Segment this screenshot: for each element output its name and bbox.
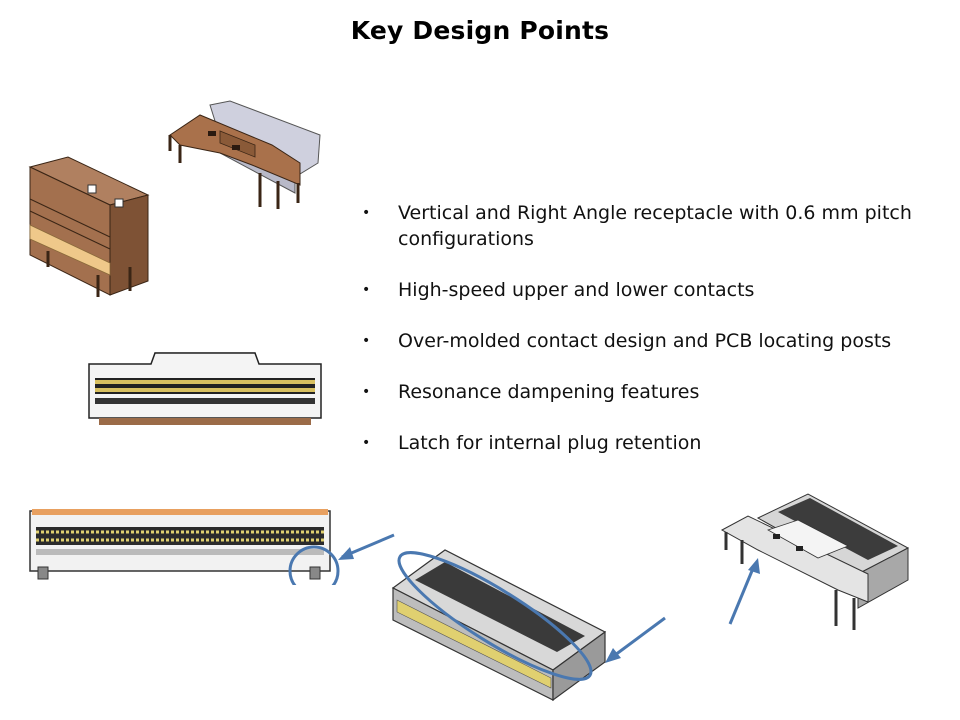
receptacle-isometric-with-callout-render bbox=[391, 549, 666, 702]
slide-title: Key Design Points bbox=[350, 16, 610, 45]
right-angle-receptacle-isometric-render bbox=[720, 493, 910, 630]
bullet-icon: • bbox=[362, 435, 371, 451]
bullet-icon: • bbox=[362, 282, 371, 298]
bullet-icon: • bbox=[362, 333, 371, 349]
vertical-receptacle-copper-render bbox=[28, 156, 150, 297]
bullet-text: Resonance dampening features bbox=[398, 381, 700, 403]
bullet-item: • Vertical and Right Angle receptacle wit… bbox=[360, 200, 940, 252]
receptacle-front-view-render bbox=[88, 352, 322, 425]
bullet-text: High-speed upper and lower contacts bbox=[398, 279, 755, 301]
bullet-icon: • bbox=[362, 384, 371, 400]
bullet-text: Vertical and Right Angle receptacle with… bbox=[398, 202, 912, 250]
bullet-text: Over-molded contact design and PCB locat… bbox=[398, 330, 892, 352]
receptacle-front-view-with-callout-render bbox=[29, 509, 395, 585]
bullet-item: • Latch for internal plug retention bbox=[360, 430, 940, 456]
bullet-item: • High-speed upper and lower contacts bbox=[360, 277, 940, 303]
bullet-item: • Over-molded contact design and PCB loca… bbox=[360, 328, 940, 354]
design-points-list: • Vertical and Right Angle receptacle wit… bbox=[360, 200, 940, 481]
right-angle-receptacle-copper-render bbox=[168, 100, 321, 209]
bullet-item: • Resonance dampening features bbox=[360, 379, 940, 405]
bullet-text: Latch for internal plug retention bbox=[398, 432, 702, 454]
bullet-icon: • bbox=[362, 205, 371, 221]
